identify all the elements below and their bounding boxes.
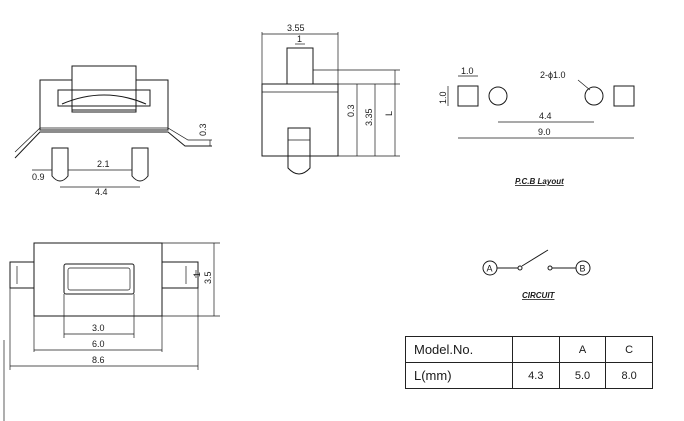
dim-body: 6.0: [92, 339, 105, 349]
dim-pitch: 4.4: [95, 187, 108, 197]
side-section-view: 0.3 0.9 2.1 4.4: [14, 65, 212, 197]
metal-dome: [61, 94, 147, 105]
header-label: Model.No.: [405, 336, 513, 363]
dim-height: 3.5: [203, 271, 213, 284]
top-right-terminal: [161, 261, 199, 289]
terminal-a-label: A: [487, 264, 493, 274]
front-view: 3.55 1 0.3 3.35 L: [261, 23, 400, 175]
dim-holes-pitch: 4.4: [539, 111, 552, 121]
right-hole: [584, 86, 604, 106]
right-pad: [613, 85, 635, 107]
top-left-terminal: [9, 261, 35, 289]
top-actuator: [63, 263, 135, 295]
dim-actuator: 1: [297, 34, 302, 44]
table-row: Model.No. A C: [405, 336, 653, 363]
pcb-caption: P.C.B Layout: [515, 177, 564, 186]
top-body: [33, 242, 163, 317]
dim-inner: 3.0: [92, 323, 105, 333]
switch-lever: [521, 249, 549, 267]
dim-terminal: 1: [192, 272, 202, 277]
terminal-b-label: B: [580, 264, 586, 274]
dim-335: 3.35: [364, 108, 374, 126]
dim-left: 0.9: [32, 172, 45, 182]
terminal-lead: [14, 131, 212, 159]
circuit-caption: CIRCUIT: [522, 291, 556, 300]
header-c: C: [605, 336, 653, 363]
row-value: 5.0: [558, 362, 607, 389]
row-label: L(mm): [405, 362, 513, 389]
left-peg: [51, 147, 69, 182]
dome-cavity: [57, 89, 151, 107]
dim-holes: 2-ϕ1.0: [540, 70, 566, 80]
front-body: [261, 83, 339, 157]
dim-height: 0.3: [198, 123, 208, 136]
dim-03: 0.3: [346, 104, 356, 117]
spec-table: Model.No. A C L(mm) 4.3 5.0 8.0: [405, 336, 653, 389]
header-a: A: [558, 336, 607, 363]
housing-section: [39, 79, 169, 131]
dim-L: L: [384, 111, 394, 116]
table-row: L(mm) 4.3 5.0 8.0: [405, 362, 653, 389]
dim-pad-w: 1.0: [461, 66, 474, 76]
circuit-symbol: A B CIRCUIT: [482, 249, 591, 300]
dim-pad-h: 1.0: [438, 91, 448, 104]
left-pad: [457, 85, 479, 107]
front-peg: [287, 156, 311, 175]
row-value: 8.0: [605, 362, 653, 389]
left-hole: [488, 86, 508, 106]
header-blank: [512, 336, 560, 363]
actuator-cap: [71, 65, 137, 111]
right-peg: [131, 147, 149, 182]
terminal-b-circle: [575, 260, 591, 276]
dim-inner: 2.1: [97, 159, 110, 169]
front-actuator: [286, 47, 314, 85]
top-view: 1 3.5 3.0 6.0 8.6: [3, 242, 220, 421]
pcb-layout: 1.0 1.0 2-ϕ1.0 4.4 9.0 P.C.B Layout: [438, 66, 635, 186]
row-value: 4.3: [512, 362, 560, 389]
dim-total: 9.0: [538, 127, 551, 137]
dim-width: 3.55: [287, 23, 305, 33]
dim-total: 8.6: [92, 355, 105, 365]
